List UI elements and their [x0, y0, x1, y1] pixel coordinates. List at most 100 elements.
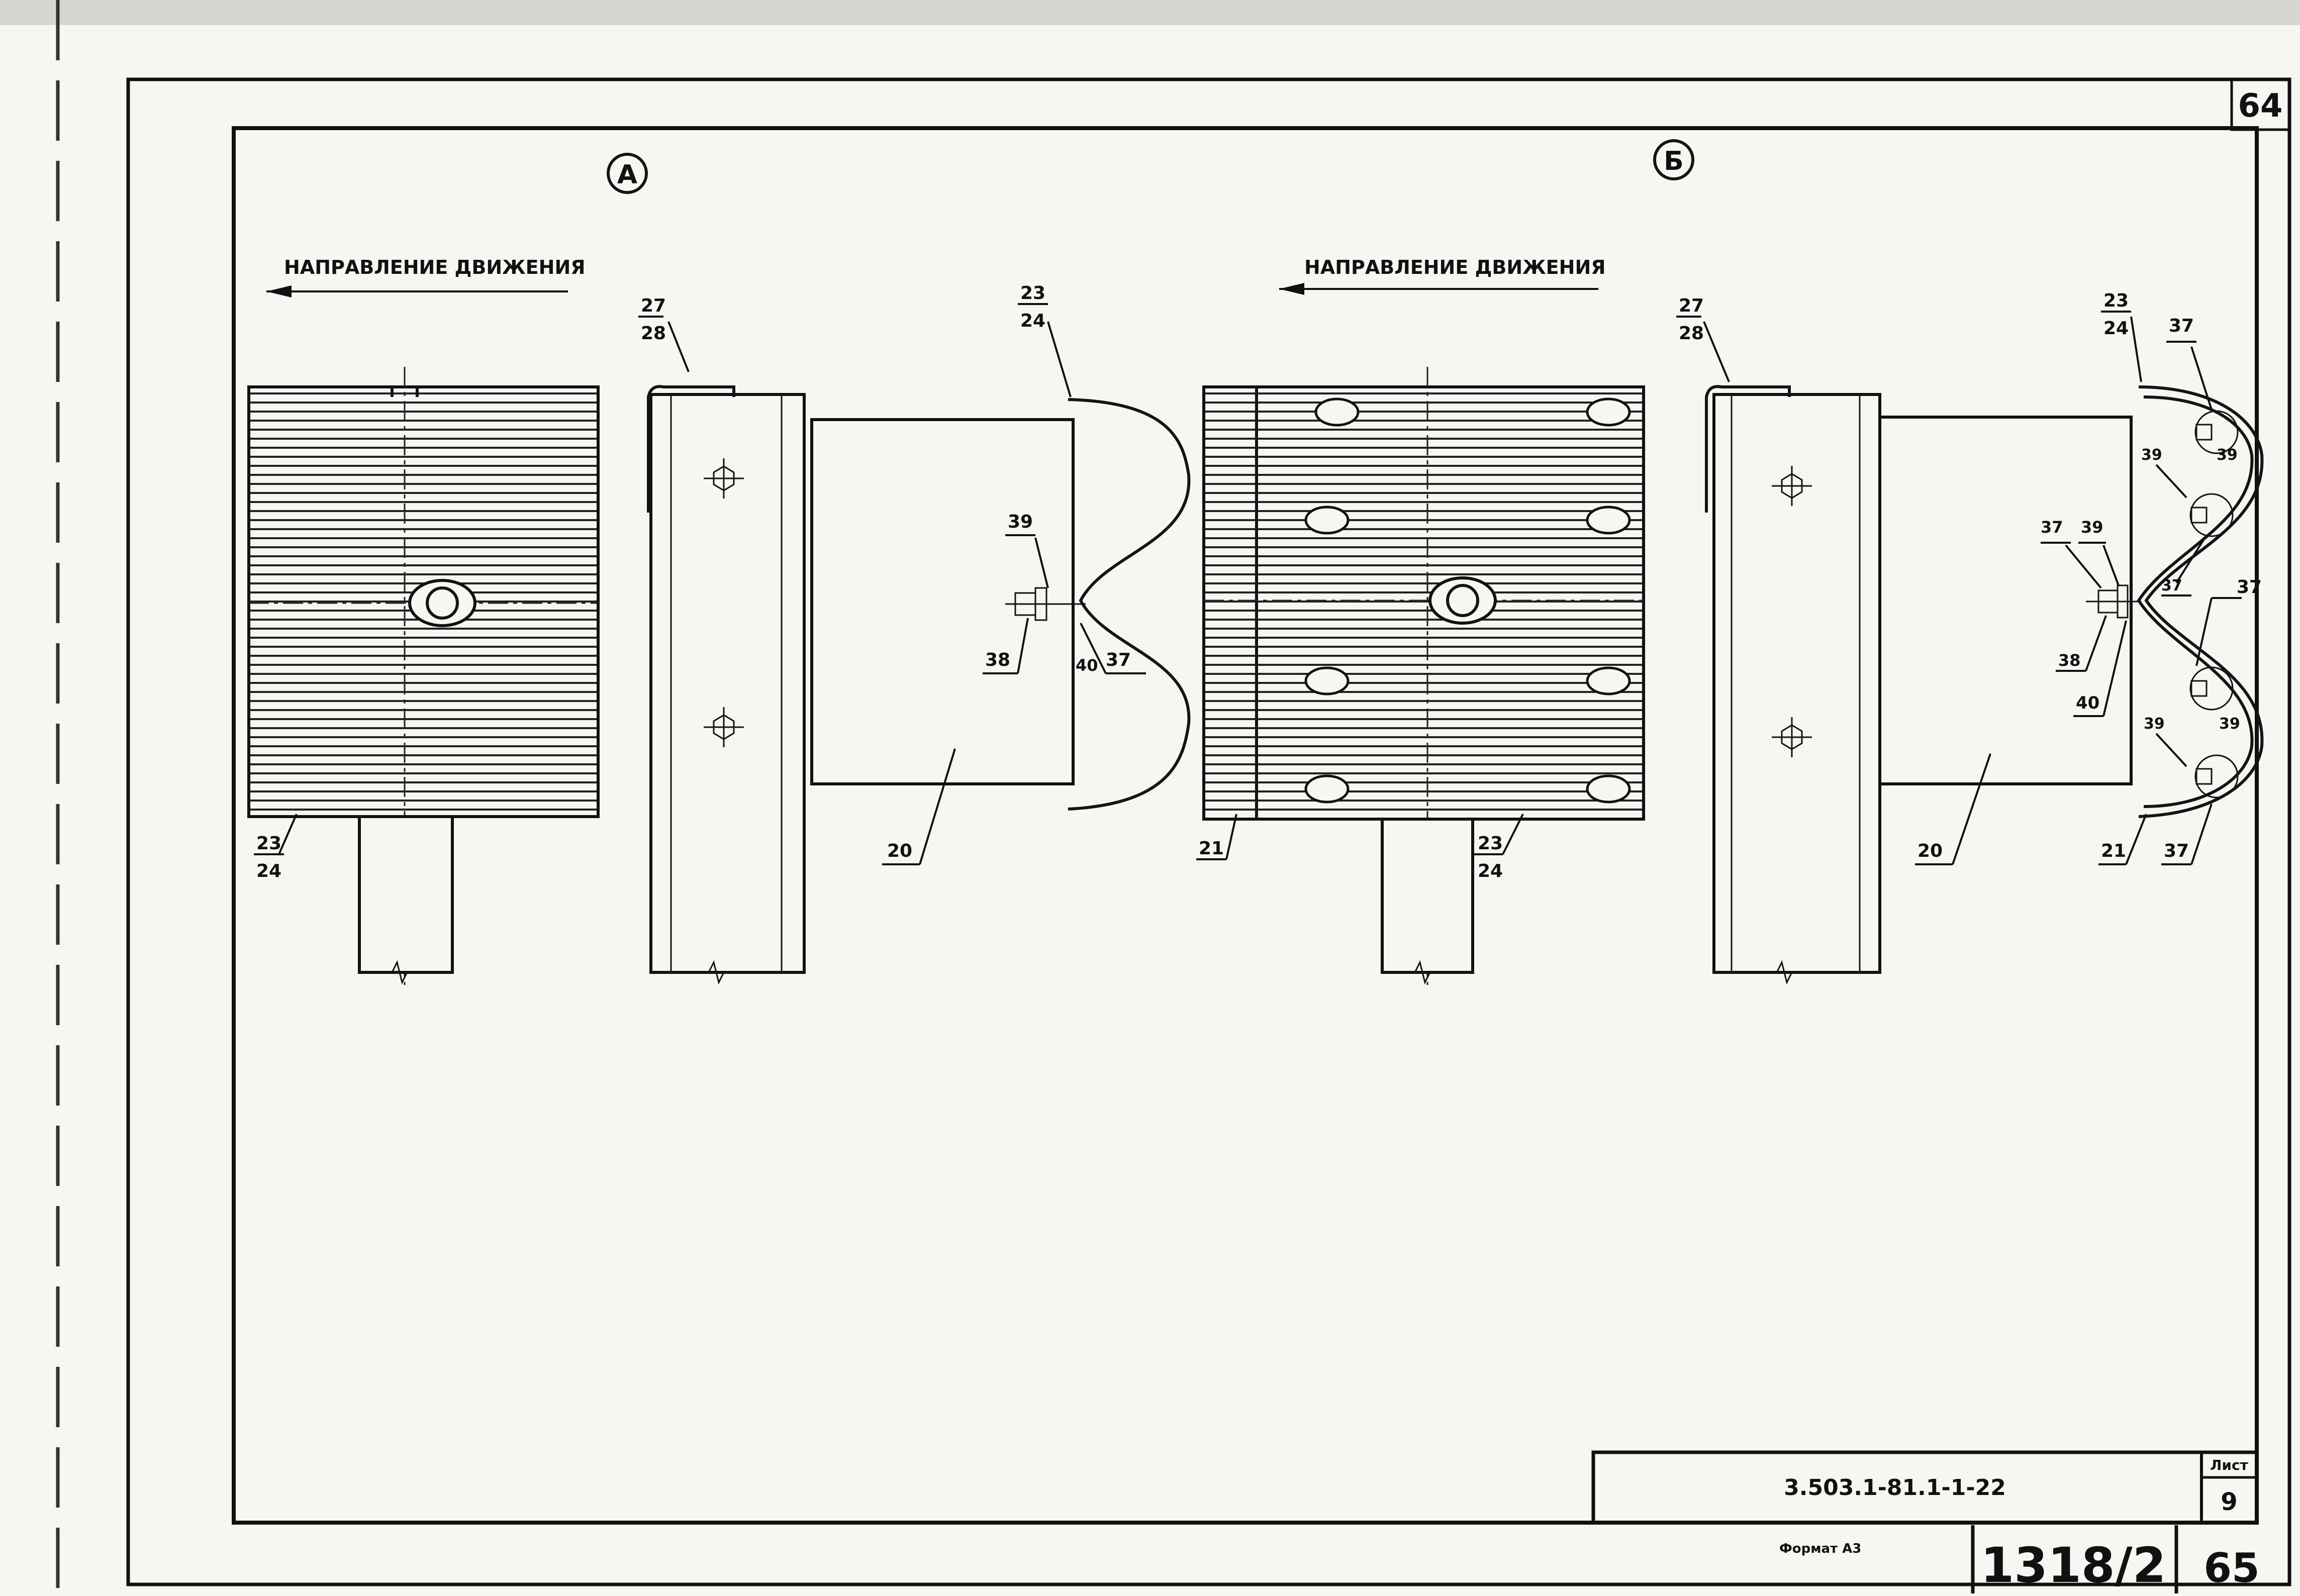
- leader-line: [1225, 814, 1237, 860]
- leader-line: [2190, 804, 2213, 865]
- view-a-w-beam-profile: [1068, 398, 1191, 811]
- callout-39: 39: [2217, 446, 2238, 464]
- view-a-direction-arrow-icon: [266, 285, 292, 297]
- hex-bolt-icon: [704, 707, 744, 747]
- slot-bolt-icon: [1304, 774, 1350, 804]
- view-a-post-break: [651, 960, 804, 985]
- callout-21: 21: [2101, 841, 2126, 861]
- leader-line: [2085, 615, 2107, 671]
- bolt-head-icon: [2194, 754, 2239, 799]
- leader-line: [1703, 321, 1730, 382]
- callout-40: 40: [2076, 693, 2099, 713]
- view-a-marker: А: [617, 160, 637, 190]
- leader-line: [1952, 753, 1991, 865]
- view-a-center-bolt-icon: [408, 579, 476, 627]
- leader-line: [2175, 534, 2208, 584]
- view-b-top-cap: [1705, 385, 1791, 513]
- nut-icon: [2190, 680, 2208, 697]
- view-a-marker-circle: [607, 153, 648, 194]
- callout-24: 24: [1020, 311, 1045, 331]
- leader-line: [2102, 620, 2127, 717]
- view-b-post-break: [1714, 960, 1880, 985]
- callout-37: 37: [2237, 577, 2262, 597]
- view-b-slot-bolts: [1304, 397, 1631, 804]
- bolt-head-icon: [2189, 493, 2234, 537]
- callout-24: 24: [2103, 318, 2129, 339]
- view-a-direction-label: НАПРАВЛЕНИЕ ДВИЖЕНИЯ: [284, 256, 586, 278]
- leader-line: [1034, 537, 1049, 588]
- slot-bolt-icon: [1586, 506, 1631, 535]
- slot-bolt-icon: [1586, 397, 1631, 427]
- view-b-spacer-bracket: [1878, 416, 2133, 785]
- hex-bolt-icon: [1772, 717, 1812, 757]
- callout-39: 39: [2144, 715, 2165, 733]
- callout-20: 20: [1918, 841, 1943, 861]
- sheet-number: 9: [2221, 1488, 2237, 1516]
- callout-28: 28: [1679, 323, 1704, 344]
- view-b-center-bolt-head-icon: [1446, 584, 1479, 617]
- nut-icon: [2190, 507, 2208, 524]
- leader-line: [667, 321, 690, 372]
- callout-27: 27: [641, 295, 666, 316]
- callout-24: 24: [256, 861, 281, 881]
- leader-line: [2195, 597, 2213, 666]
- view-b-marker-circle: [1653, 139, 1694, 180]
- leader-line: [1502, 814, 1524, 855]
- view-a-spacer-bracket: [810, 418, 1075, 785]
- bolt-head-icon: [2194, 410, 2239, 454]
- leader-line: [2065, 544, 2102, 589]
- view-b-post-break: [1382, 960, 1473, 985]
- view-b-direction-label: НАПРАВЛЕНИЕ ДВИЖЕНИЯ: [1304, 256, 1606, 278]
- callout-24: 24: [1478, 861, 1503, 881]
- view-b-marker: Б: [1664, 146, 1684, 176]
- archive-number: 1318/2: [1980, 1537, 2166, 1593]
- nut-icon: [2195, 768, 2213, 785]
- leader-line: [1017, 618, 1029, 674]
- scan-noise-strip: [0, 0, 2300, 25]
- callout-38: 38: [985, 650, 1010, 670]
- title-block: 3.503.1-81.1-1-22 Лист 9: [1591, 1450, 2259, 1525]
- callout-28: 28: [641, 323, 666, 344]
- callout-40: 40: [1076, 656, 1098, 675]
- callout-39: 39: [2219, 715, 2240, 733]
- leader-line: [1080, 623, 1107, 674]
- callout-23: 23: [2103, 290, 2129, 311]
- hex-bolt-icon: [704, 458, 744, 498]
- callout-37: 37: [2169, 316, 2194, 336]
- format-label: Формат А3: [1779, 1541, 1861, 1556]
- leader-line: [2130, 316, 2142, 382]
- slot-bolt-icon: [1304, 666, 1350, 695]
- drawing-designation: 3.503.1-81.1-1-22: [1784, 1475, 2006, 1501]
- callout-23: 23: [1020, 283, 1045, 304]
- slot-bolt-icon: [1304, 506, 1350, 535]
- drawing-frame: [232, 126, 2259, 1525]
- callout-21: 21: [1199, 838, 1224, 859]
- view-a-top-cap: [647, 385, 735, 513]
- outer-frame: [126, 77, 2291, 1586]
- view-a-post: [358, 815, 454, 974]
- view-b-w-beam-inner: [2137, 395, 2254, 808]
- callout-37: 37: [2164, 841, 2189, 861]
- view-a: А НАПРАВЛЕНИЕ ДВИЖЕНИЯ: [247, 153, 1191, 985]
- slot-bolt-icon: [1586, 774, 1631, 804]
- view-b-splice-plate: [1202, 385, 1645, 821]
- callout-27: 27: [1679, 295, 1704, 316]
- view-a-post-break: [359, 960, 452, 985]
- leader-line: [278, 814, 298, 855]
- bolt-head-icon: [2189, 666, 2234, 711]
- view-b-w-beam-outer: [2138, 385, 2264, 818]
- bottom-page-number: 65: [2203, 1545, 2259, 1591]
- callout-37: 37: [2041, 518, 2063, 537]
- view-b-direction-arrow-icon: [1279, 283, 1304, 295]
- leader-line: [1047, 321, 1072, 397]
- corner-number-box: [2230, 78, 2291, 131]
- view-b: Б НАПРАВЛЕНИЕ ДВИЖЕНИЯ: [1196, 139, 2264, 985]
- leader-line: [2190, 346, 2213, 410]
- callout-39: 39: [1008, 512, 1033, 532]
- callout-39: 39: [2141, 446, 2162, 464]
- view-b-clamp-bolts: [2189, 410, 2239, 799]
- leader-line: [2155, 733, 2187, 767]
- callout-39: 39: [2081, 518, 2103, 537]
- callout-23: 23: [256, 833, 281, 854]
